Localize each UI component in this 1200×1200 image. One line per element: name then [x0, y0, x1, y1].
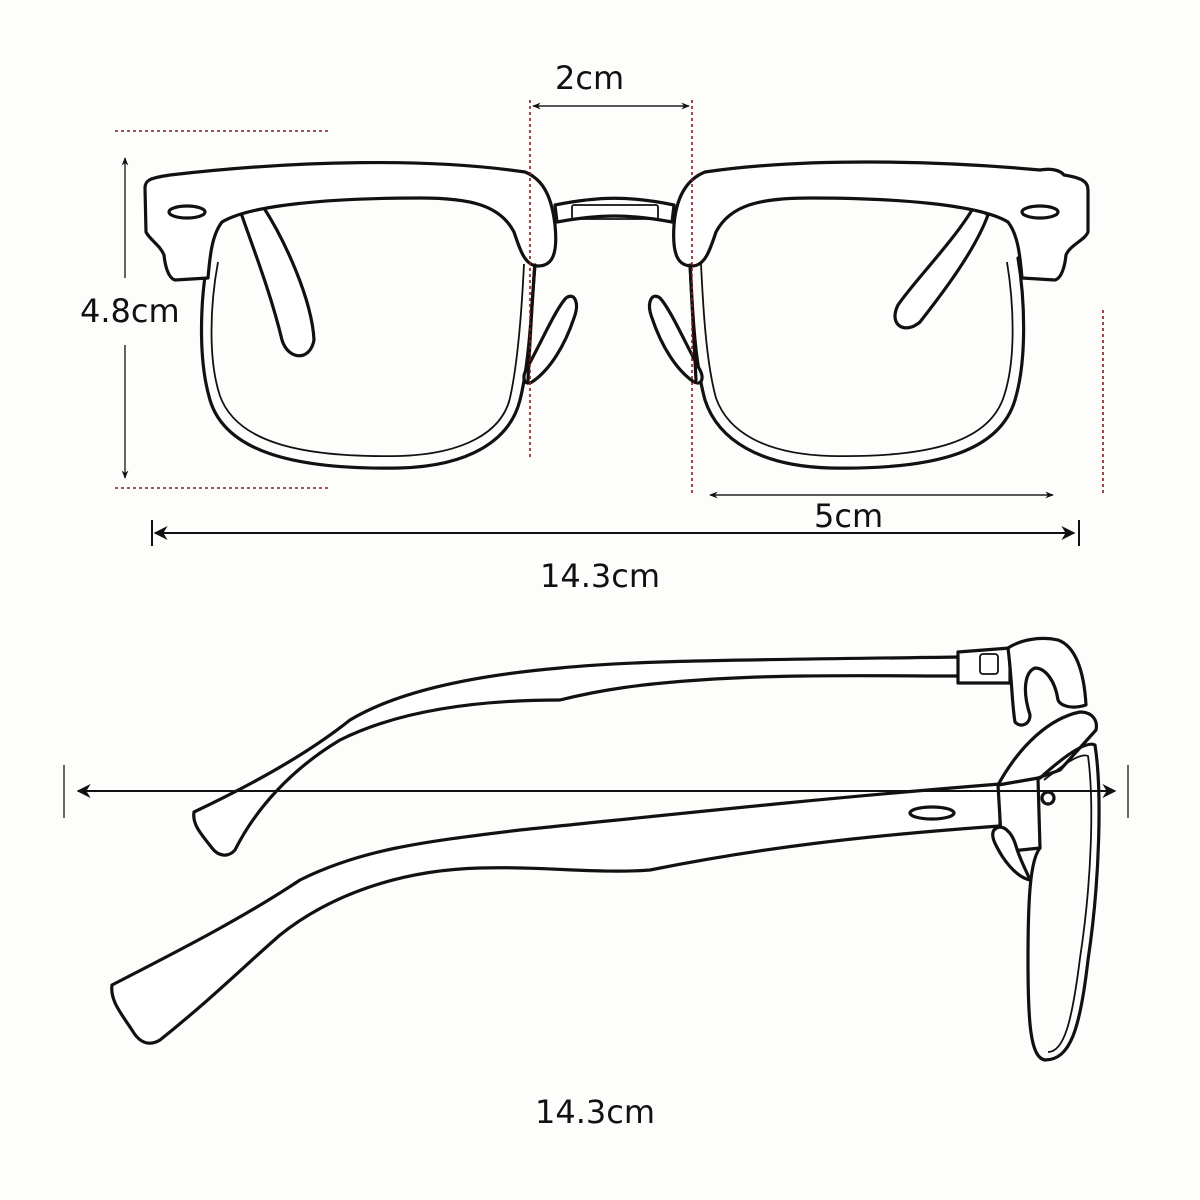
back-frame — [1006, 636, 1088, 727]
left-nose-pad — [522, 294, 579, 385]
right-nose-pad — [647, 294, 704, 385]
front-view — [115, 100, 1104, 546]
side-rivet — [908, 805, 956, 821]
side-nose-pad — [991, 825, 1032, 882]
side-view — [63, 636, 1129, 1062]
right-lens-rim — [688, 256, 1026, 470]
front-rim — [1026, 742, 1101, 1062]
right-browline — [672, 160, 1090, 282]
right-rivet — [1020, 204, 1060, 220]
left-temple-inner — [238, 203, 316, 358]
back-temple — [192, 655, 962, 857]
left-browline — [143, 160, 558, 282]
left-rivet — [167, 204, 207, 220]
left-lens-rim — [199, 256, 537, 470]
temple-length-label: 14.3cm — [535, 1093, 656, 1131]
frame-width-label: 14.3cm — [540, 557, 661, 595]
lens-height-label: 4.8cm — [80, 292, 180, 330]
lens-width-label: 5cm — [814, 497, 884, 535]
right-temple-inner — [893, 203, 990, 330]
bridge-width-label: 2cm — [555, 59, 625, 97]
